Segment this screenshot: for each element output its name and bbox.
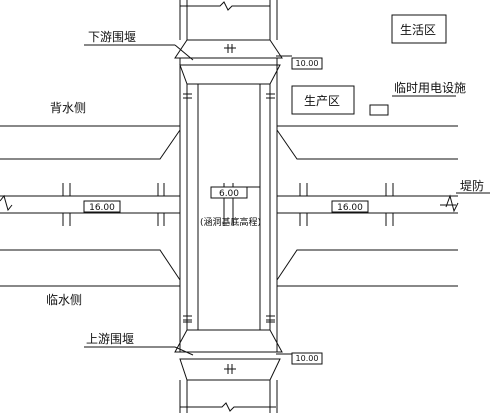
leader-upstream-tip bbox=[174, 346, 194, 356]
levee-right-break bbox=[445, 194, 459, 213]
elev-right-levee: 16.00 bbox=[337, 203, 363, 213]
label-levee: 堤防 bbox=[460, 178, 484, 193]
upstream-elev-box bbox=[291, 352, 323, 365]
label-upstream-cofferdam: 上游围堰 bbox=[86, 332, 134, 346]
levee-right-lower-toe bbox=[276, 249, 458, 281]
downstream-elev-box bbox=[291, 57, 323, 70]
living-area-box bbox=[391, 14, 447, 44]
label-living-area: 生活区 bbox=[400, 23, 436, 37]
label-production-area: 生产区 bbox=[304, 94, 340, 108]
elev-upstream: 10.00 bbox=[296, 354, 319, 363]
elev-downstream: 10.00 bbox=[296, 59, 319, 68]
elev-culvert-base: 6.00 bbox=[219, 189, 239, 199]
top-break-line bbox=[180, 1, 270, 11]
temp-power-box bbox=[369, 104, 389, 116]
label-temp-power: 临时用电设施 bbox=[394, 81, 466, 95]
levee-left-lower-toe bbox=[0, 249, 181, 281]
levee-left-upper-toe bbox=[0, 129, 181, 160]
upstream-cofferdam-top bbox=[174, 329, 283, 353]
bottom-break-line bbox=[180, 402, 276, 412]
label-downstream-cofferdam: 下游围堰 bbox=[88, 30, 136, 44]
label-facing-water-side: 临水侧 bbox=[46, 293, 82, 307]
elev-left-levee: 16.00 bbox=[89, 203, 115, 213]
leader-downstream-tip bbox=[174, 44, 194, 61]
production-area-box bbox=[291, 85, 355, 115]
levee-left-break bbox=[0, 194, 13, 212]
label-back-water-side: 背水侧 bbox=[50, 101, 86, 115]
left-levee-elev-box bbox=[83, 200, 121, 213]
right-levee-elev-box bbox=[331, 200, 369, 213]
label-culvert-note: (涵洞基底高程) bbox=[200, 216, 261, 228]
downstream-cofferdam-base bbox=[179, 64, 281, 85]
levee-right-upper-toe bbox=[276, 129, 458, 160]
culvert-elev-box bbox=[210, 186, 248, 199]
